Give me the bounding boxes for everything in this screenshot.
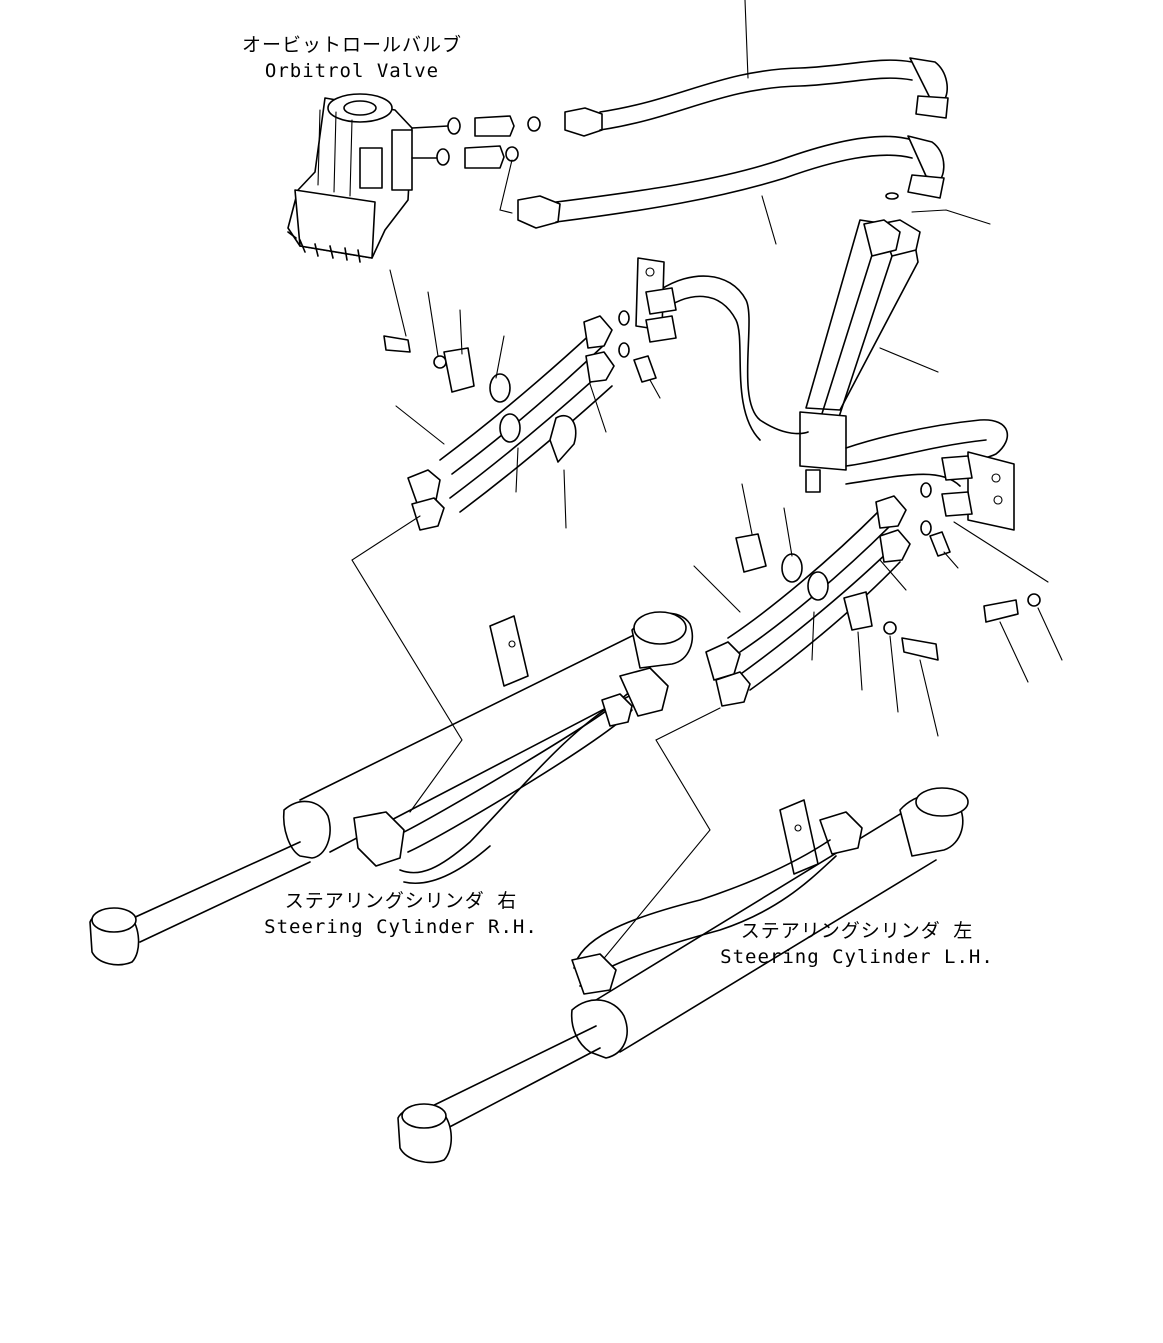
left-hose-assembly bbox=[383, 269, 615, 531]
leader-lines bbox=[351, 515, 721, 969]
steering-cylinder-rh bbox=[89, 611, 694, 966]
upper-hoses bbox=[517, 0, 991, 245]
o-rings bbox=[618, 310, 959, 569]
steering-cylinder-lh-label-en: Steering Cylinder L.H. bbox=[720, 946, 994, 968]
steering-cylinder-rh-label-en: Steering Cylinder R.H. bbox=[264, 916, 538, 938]
steering-cylinder-lh bbox=[397, 787, 969, 1164]
manifold-block bbox=[799, 219, 939, 493]
manifold-pipes bbox=[635, 257, 1049, 583]
orbitrol-valve-label-en: Orbitrol Valve bbox=[264, 60, 440, 82]
steering-cylinder-lh-label-jp: ステアリングシリンダ 左 bbox=[740, 920, 974, 942]
orbitrol-valve bbox=[287, 93, 413, 263]
steering-cylinder-rh-label-jp: ステアリングシリンダ 右 bbox=[284, 890, 518, 912]
orbitrol-fittings bbox=[411, 115, 541, 214]
right-hose-assembly bbox=[693, 483, 1063, 737]
orbitrol-valve-label-jp: オービットロールバルブ bbox=[242, 34, 463, 56]
